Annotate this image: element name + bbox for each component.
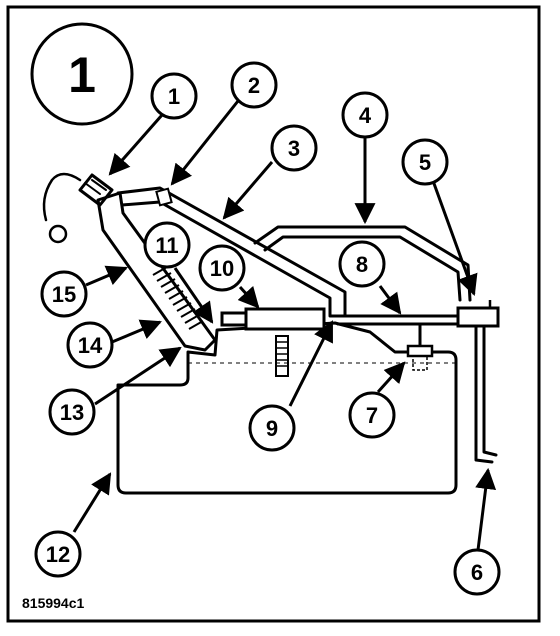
callout-3: 3: [270, 124, 318, 172]
svg-text:7: 7: [366, 403, 378, 428]
figure-number-text: 1: [68, 47, 96, 103]
reference-code: 815994c1: [22, 595, 85, 611]
diagram-border: [6, 5, 541, 623]
cap-tether: [42, 172, 82, 222]
svg-text:9: 9: [266, 416, 278, 441]
callout-11: 11: [143, 221, 191, 269]
svg-text:10: 10: [210, 256, 234, 281]
callout-1: 1: [150, 72, 198, 120]
callout-9: 9: [248, 404, 296, 452]
tether-ring: [48, 224, 68, 244]
fuel-tank: [116, 321, 458, 495]
callout-6: 6: [453, 548, 501, 596]
svg-text:13: 13: [60, 400, 84, 425]
callout-15: 15: [40, 270, 88, 318]
vapor-tube-inner: [336, 314, 462, 326]
callout-14: 14: [66, 321, 114, 369]
svg-text:5: 5: [419, 150, 431, 175]
vent-valve: [155, 187, 173, 207]
vapor-connector: [456, 300, 500, 328]
svg-text:2: 2: [248, 73, 260, 98]
svg-text:4: 4: [359, 103, 372, 128]
svg-text:15: 15: [52, 282, 76, 307]
svg-text:8: 8: [356, 252, 368, 277]
vapor-line-down: [474, 324, 498, 464]
callout-5: 5: [401, 138, 449, 186]
fuel-cap: [42, 172, 114, 244]
svg-text:1: 1: [168, 84, 180, 109]
filler-threads: [152, 266, 204, 330]
callout-4: 4: [341, 91, 389, 139]
filler-tube: [96, 191, 217, 352]
svg-text:11: 11: [155, 233, 178, 258]
callout-2: 2: [230, 61, 278, 109]
svg-text:12: 12: [46, 542, 70, 567]
svg-text:3: 3: [288, 136, 300, 161]
svg-text:6: 6: [471, 560, 483, 585]
callout-13: 13: [48, 388, 96, 436]
tank-valve: [406, 324, 434, 371]
figure-number-badge: 1: [30, 22, 134, 126]
svg-text:14: 14: [78, 333, 103, 358]
rollover-valve: [220, 307, 326, 377]
callout-10: 10: [198, 244, 246, 292]
callout-12: 12: [34, 530, 82, 578]
leader-lines: [72, 100, 497, 551]
callout-7: 7: [348, 391, 396, 439]
callout-8: 8: [338, 240, 386, 288]
